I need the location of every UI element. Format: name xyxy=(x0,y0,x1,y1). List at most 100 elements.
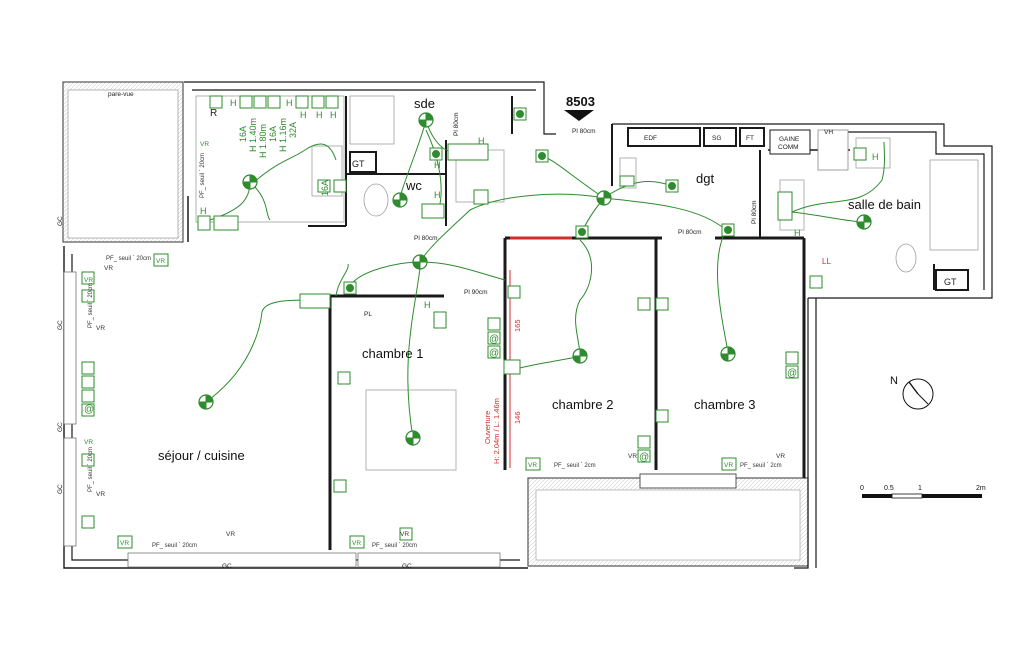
vr-label: VR xyxy=(628,453,637,460)
opening-title: Ouverture xyxy=(483,411,492,444)
gc-label: GC xyxy=(222,563,232,570)
data-outlets: @ @ @ @ @ xyxy=(84,334,797,463)
height-label: Pl 80cm xyxy=(678,229,701,236)
spec-16a: 16A xyxy=(238,126,248,142)
electrical-circuits xyxy=(205,119,885,439)
h-marker: H xyxy=(300,110,307,120)
comm-label: COMM xyxy=(778,144,799,151)
height-label: Pl 80cm xyxy=(572,128,595,135)
h-marker: H xyxy=(330,110,337,120)
h-marker: H xyxy=(424,300,431,310)
vr-label: VR xyxy=(84,439,93,446)
height-label: Pl 80cm xyxy=(751,201,758,224)
h-marker: H xyxy=(794,228,801,238)
spec-h116: H 1.16m xyxy=(278,118,288,152)
wall-lights xyxy=(343,107,735,295)
vr-label: VR xyxy=(96,325,105,332)
room-chambre2: chambre 2 xyxy=(552,397,613,412)
pare-vue-label: pare-vue xyxy=(108,91,134,98)
h-marker: H xyxy=(230,98,237,108)
roller-shutter-labels: VR VR VR VR VR VR VR VR VR VR VR VR VR V… xyxy=(84,141,785,547)
vr-label: VR xyxy=(400,531,409,538)
scale-2: 2m xyxy=(976,485,986,492)
exterior-walls xyxy=(62,81,993,569)
kitchen-power-specs: 32A H 1.16m 16A H 1.80m H 1.40m 16A 16A xyxy=(238,118,330,196)
pl-label: PL xyxy=(364,311,372,318)
sg-label: SG xyxy=(712,135,721,142)
scale-1: 1 xyxy=(918,485,922,492)
spec-h180: H 1.80m xyxy=(258,124,268,158)
h-marker: H xyxy=(872,152,879,162)
spec-32a: 32A xyxy=(288,122,298,138)
edf-label: EDF xyxy=(644,135,657,142)
height-label: Pl 90cm xyxy=(464,289,487,296)
electrical-outlets xyxy=(81,95,867,549)
ll-label: LL xyxy=(822,257,831,266)
pf-sill-label: PF_ seuil ` 2cm xyxy=(740,463,782,469)
pf-sill-label: PF_ seuil ` 2cm xyxy=(554,463,596,469)
vr-label: VR xyxy=(776,453,785,460)
h-marker: H xyxy=(434,160,441,170)
room-wc: wc xyxy=(405,178,422,193)
gc-label: GC xyxy=(57,484,64,494)
room-sdb: salle de bain xyxy=(848,197,921,212)
opening-size: H: 2.04m / L: 1.46m xyxy=(492,398,501,464)
room-sejour: séjour / cuisine xyxy=(158,448,245,463)
opening-dimensions: 165 146 Ouverture H: 2.04m / L: 1.46m xyxy=(483,319,522,464)
scale-0: 0 xyxy=(860,485,864,492)
pf-sill-label: PF_ seuil ` 20cm xyxy=(200,153,206,198)
ceiling-lights xyxy=(198,112,872,446)
ft-label: FT xyxy=(746,135,754,142)
data-outlet-icon: @ xyxy=(489,348,499,359)
pf-sill-label: PF_ seuil ` 20cm xyxy=(106,256,151,262)
north-indicator: N xyxy=(890,375,934,410)
dimension-146: 146 xyxy=(513,411,522,424)
gc-label: GC xyxy=(57,422,64,432)
room-chambre1: chambre 1 xyxy=(362,346,423,361)
h-marker: H xyxy=(316,110,323,120)
vr-label: VR xyxy=(528,462,537,469)
gaine-label: GAINE xyxy=(779,136,800,143)
vr-label: VR xyxy=(352,540,361,547)
spec-h140: H 1.40m xyxy=(248,118,258,152)
vr-label: VR xyxy=(96,491,105,498)
h-marker: H xyxy=(286,98,293,108)
lot-number: 8503 xyxy=(566,94,595,109)
utility-cabinets xyxy=(349,127,969,291)
room-dgt: dgt xyxy=(696,171,714,186)
north-label: N xyxy=(890,375,898,387)
vr-label: VR xyxy=(724,462,733,469)
data-outlet-icon: @ xyxy=(787,368,797,379)
data-outlet-icon: @ xyxy=(489,334,499,345)
vr-label: VR xyxy=(200,141,209,148)
gc-label: GC xyxy=(57,216,64,226)
data-outlet-icon: @ xyxy=(84,404,94,415)
gc-label: GC xyxy=(402,563,412,570)
dimension-165: 165 xyxy=(513,319,522,332)
pf-sill-label: PF_ seuil ` 20cm xyxy=(372,543,417,549)
data-outlet-icon: @ xyxy=(639,452,649,463)
spec-16a: 16A xyxy=(320,180,330,196)
scale-05: 0.5 xyxy=(884,485,894,492)
height-label: Pl 80cm xyxy=(414,235,437,242)
h-marker: H xyxy=(434,190,441,200)
height-label: Pl 80cm xyxy=(453,113,460,136)
vr-label: VR xyxy=(226,531,235,538)
gt-label: GT xyxy=(944,277,957,287)
vh-label: VH xyxy=(824,129,833,136)
wall-fixture-markers: H H H H H H H H H H H H xyxy=(200,98,879,310)
technical-labels: pare-vue GT GT EDF SG FT GAINE COMM VH L… xyxy=(57,91,957,570)
spec-16a: 16A xyxy=(268,126,278,142)
gc-label: GC xyxy=(57,320,64,330)
r-label: R xyxy=(210,108,217,119)
fixtures xyxy=(195,95,979,471)
vr-label: VR xyxy=(84,277,93,284)
pf-sill-label: PF_ seuil ` 20cm xyxy=(88,283,94,328)
vr-label: VR xyxy=(120,540,129,547)
room-labels: séjour / cuisine chambre 1 chambre 2 cha… xyxy=(158,96,921,463)
entrance-arrow-icon xyxy=(564,110,594,121)
vr-label: VR xyxy=(104,265,113,272)
pf-sill-label: PF_ seuil ` 20cm xyxy=(152,543,197,549)
scale-bar: 0 0.5 1 2m xyxy=(860,485,986,499)
